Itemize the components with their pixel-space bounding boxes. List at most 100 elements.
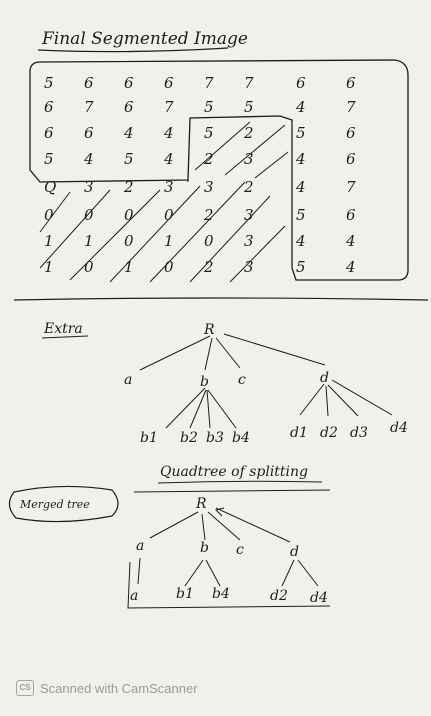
split-node-d3: d3 bbox=[350, 425, 368, 441]
grid-cell: 6 bbox=[346, 74, 356, 92]
caption-underline bbox=[157, 480, 323, 484]
scanner-watermark: CS Scanned with CamScanner bbox=[16, 680, 198, 696]
grid-cell: 6 bbox=[44, 98, 54, 116]
grid-cell: 4 bbox=[345, 258, 356, 276]
grid-cell: 3 bbox=[164, 178, 174, 196]
grid-cell: 5 bbox=[44, 150, 54, 168]
merged-leaf-b4: b4 bbox=[212, 586, 230, 602]
grid-cell: 6 bbox=[84, 124, 94, 142]
region-boundary bbox=[29, 59, 409, 281]
grid-cell: 2 bbox=[203, 150, 214, 168]
grid-cell: 0 bbox=[44, 206, 54, 224]
grid-cell: 3 bbox=[244, 232, 254, 250]
grid-cell: 2 bbox=[203, 258, 214, 276]
grid-cell: 4 bbox=[83, 150, 94, 168]
grid-cell: 7 bbox=[346, 98, 356, 116]
grid-cell: 1 bbox=[124, 258, 134, 276]
grid-cell: 3 bbox=[84, 178, 94, 196]
grid-cell: 2 bbox=[243, 178, 254, 196]
grid-cell: 6 bbox=[296, 74, 306, 92]
grid-cell: 7 bbox=[204, 74, 214, 92]
grid-cell: 5 bbox=[244, 98, 254, 116]
grid-cell: 6 bbox=[44, 124, 54, 142]
merged-node-c: c bbox=[236, 542, 244, 558]
grid-cell: 5 bbox=[204, 98, 214, 116]
split-node-b2: b2 bbox=[180, 430, 198, 446]
grid-cell: 5 bbox=[296, 124, 306, 142]
grid-cell: 1 bbox=[84, 232, 94, 250]
merged-root-node: R bbox=[195, 496, 207, 512]
split-node-d2: d2 bbox=[320, 425, 338, 441]
grid-cell: 5 bbox=[124, 150, 134, 168]
split-node-b1: b1 bbox=[140, 430, 158, 446]
grid-cell: 3 bbox=[244, 258, 254, 276]
split-node-c: c bbox=[238, 372, 246, 388]
grid-cell: 4 bbox=[295, 98, 306, 116]
grid-cell: 5 bbox=[44, 74, 54, 92]
grid-cell: 6 bbox=[346, 124, 356, 142]
extra-underline bbox=[41, 335, 89, 339]
grid-cell: 7 bbox=[346, 178, 356, 196]
grid-cell: 7 bbox=[84, 98, 94, 116]
grid-cell: 4 bbox=[123, 124, 134, 142]
grid-cell: 1 bbox=[164, 232, 174, 250]
grid-cell: 6 bbox=[124, 98, 134, 116]
merged-node-a: a bbox=[136, 538, 144, 554]
grid-cell: 3 bbox=[204, 178, 214, 196]
grid-cell: 0 bbox=[164, 206, 174, 224]
quadtree-caption: Quadtree of splitting bbox=[160, 464, 308, 480]
merged-node-b: b bbox=[200, 540, 209, 556]
merged-leaf-a: a bbox=[130, 588, 138, 604]
merged-bracket bbox=[127, 561, 331, 609]
merged-tree-edges bbox=[137, 507, 319, 587]
caption-underline-2 bbox=[133, 489, 331, 493]
merged-tree-bubble bbox=[8, 485, 119, 523]
split-node-b3: b3 bbox=[206, 430, 224, 446]
grid-cell: 7 bbox=[164, 98, 174, 116]
grid-cell: 1 bbox=[44, 232, 54, 250]
grid-cell: 6 bbox=[164, 74, 174, 92]
split-node-d: d bbox=[320, 370, 329, 386]
grid-cell: 0 bbox=[84, 206, 94, 224]
grid-cell: 0 bbox=[164, 258, 174, 276]
section-divider bbox=[13, 297, 429, 301]
merged-tree-label: Merged tree bbox=[19, 498, 90, 511]
grid-cell: 0 bbox=[204, 232, 214, 250]
grid-cell: 4 bbox=[295, 150, 306, 168]
grid-cell: 6 bbox=[346, 206, 356, 224]
split-node-d4: d4 bbox=[390, 420, 408, 436]
grid-cell: 6 bbox=[84, 74, 94, 92]
scanner-watermark-text: Scanned with CamScanner bbox=[40, 680, 198, 696]
grid-cell: Q bbox=[44, 178, 56, 196]
grid-cell: 6 bbox=[346, 150, 356, 168]
grid-cell: 2 bbox=[123, 178, 134, 196]
grid-cell: 1 bbox=[44, 258, 54, 276]
merged-node-d: d bbox=[290, 544, 299, 560]
grid-cell: 3 bbox=[244, 206, 254, 224]
split-node-d1: d1 bbox=[290, 425, 308, 441]
grid-cell: 4 bbox=[163, 150, 174, 168]
split-root-node: R bbox=[203, 322, 215, 338]
grid-cell: 0 bbox=[124, 206, 134, 224]
grid-cell: 6 bbox=[124, 74, 134, 92]
merged-leaf-d2: d2 bbox=[270, 588, 288, 604]
camscanner-icon: CS bbox=[16, 680, 34, 696]
grid-cell: 7 bbox=[244, 74, 254, 92]
merged-leaf-b1: b1 bbox=[176, 586, 194, 602]
grid-cell: 5 bbox=[296, 258, 306, 276]
grid-cell: 4 bbox=[345, 232, 356, 250]
grid-cell: 2 bbox=[203, 206, 214, 224]
split-tree-edges bbox=[139, 333, 393, 429]
split-node-a: a bbox=[124, 372, 132, 388]
grid-cell: 4 bbox=[295, 232, 306, 250]
grid-cell: 0 bbox=[124, 232, 134, 250]
grid-cell: 5 bbox=[296, 206, 306, 224]
grid-cell: 4 bbox=[295, 178, 306, 196]
title-underline bbox=[37, 47, 229, 53]
merged-leaf-d4: d4 bbox=[310, 590, 328, 606]
extra-label: Extra bbox=[43, 321, 83, 337]
split-node-b: b bbox=[200, 374, 209, 390]
